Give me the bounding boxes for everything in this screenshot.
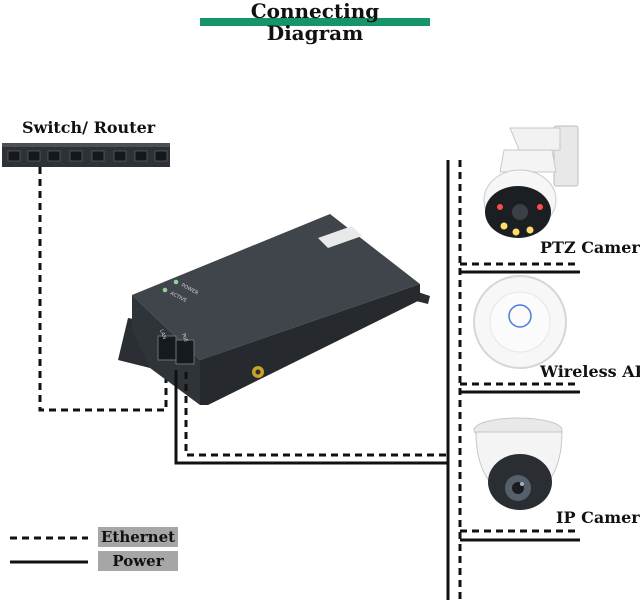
- legend-ethernet: Ethernet: [98, 527, 178, 547]
- wireless-ap-label: Wireless AP: [540, 362, 640, 381]
- legend-lines: [10, 536, 88, 564]
- legend-power: Power: [98, 551, 178, 571]
- poe-injector-device: [118, 214, 430, 405]
- switch-router-label: Switch/ Router: [22, 118, 156, 137]
- ip-camera-label: IP Camera: [556, 508, 640, 527]
- ptz-camera-label: PTZ Camera: [540, 238, 640, 257]
- ip-camera-icon: [473, 417, 563, 510]
- lan-port-label: LAN: [158, 329, 167, 341]
- poe-port-label: PoE: [180, 333, 189, 344]
- device-branches: [460, 262, 580, 542]
- ethernet-switch-to-injector: [38, 167, 168, 412]
- title-underline: [200, 18, 430, 26]
- poe-output-lines: [174, 370, 448, 465]
- wireless-ap-icon: [473, 275, 567, 369]
- ptz-camera-icon: [483, 125, 579, 238]
- vertical-bus: [446, 160, 462, 600]
- diagram-title: Connecting Diagram: [250, 0, 380, 45]
- switch-router-icon: [2, 143, 170, 167]
